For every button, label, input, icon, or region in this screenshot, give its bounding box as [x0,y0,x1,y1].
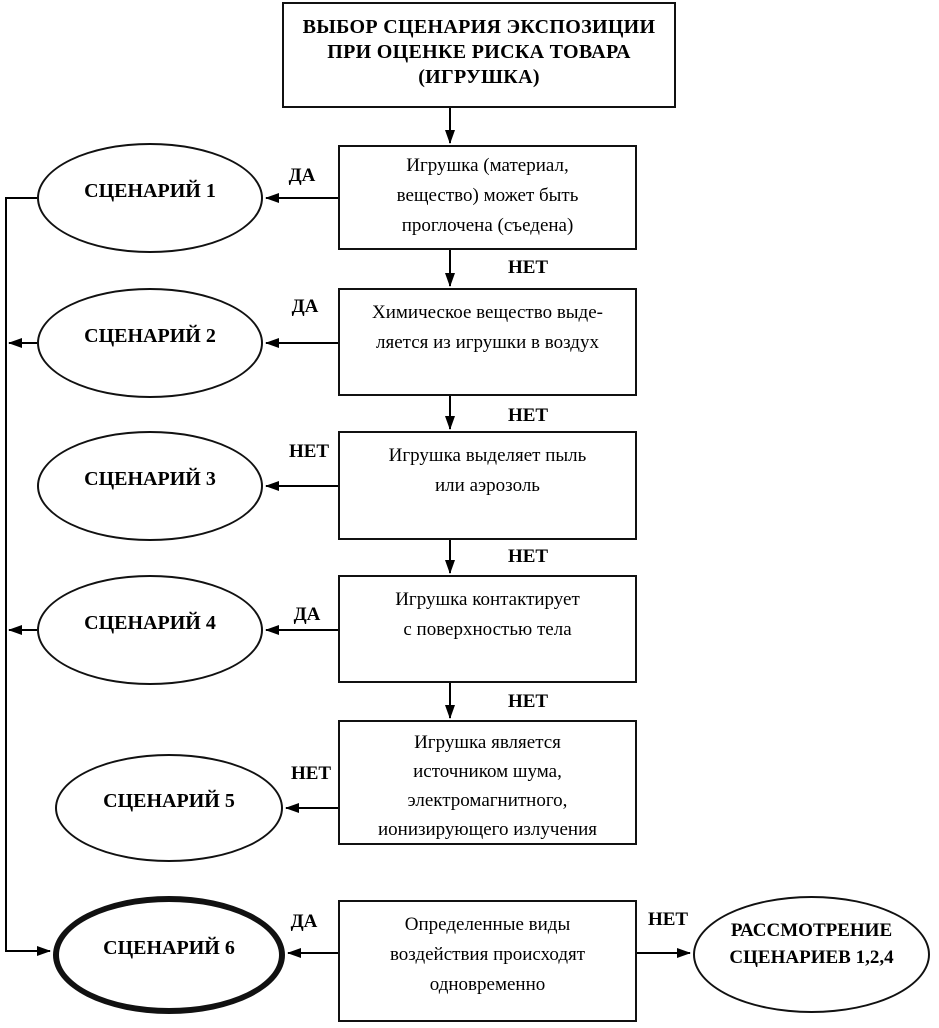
decision-box-4: Игрушка контактирует с поверхностью тела [338,575,637,683]
scenario-ellipse-6: СЦЕНАРИЙ 6 [53,896,285,1014]
scenario-ellipse-5: СЦЕНАРИЙ 5 [55,754,283,862]
title-box: ВЫБОР СЦЕНАРИЯ ЭКСПОЗИЦИИ ПРИ ОЦЕНКЕ РИС… [282,2,676,108]
decision-box-5: Игрушка является источником шума, электр… [338,720,637,845]
label-d6-yes: ДА [290,911,318,932]
label-d2-no: НЕТ [507,405,549,426]
decision-box-3: Игрушка выделяет пыль или аэрозоль [338,431,637,540]
label-d3-no-down: НЕТ [507,546,549,567]
label-d3-no-left: НЕТ [288,441,330,462]
decision-box-1: Игрушка (материал, вещество) может быть … [338,145,637,250]
scenario-ellipse-1: СЦЕНАРИЙ 1 [37,143,263,253]
label-d5-no: НЕТ [290,763,332,784]
label-d1-yes: ДА [288,165,316,186]
label-d4-yes: ДА [293,604,321,625]
label-d6-no: НЕТ [647,909,689,930]
rail-to-s6 [5,197,51,956]
label-d4-no: НЕТ [507,691,549,712]
scenario-ellipse-4: СЦЕНАРИЙ 4 [37,575,263,685]
scenario-ellipse-2: СЦЕНАРИЙ 2 [37,288,263,398]
label-d1-no: НЕТ [507,257,549,278]
decision-box-6: Определенные виды воздействия происходят… [338,900,637,1022]
result-ellipse: РАССМОТРЕНИЕ СЦЕНАРИЕВ 1,2,4 [693,896,930,1013]
label-d2-yes: ДА [291,296,319,317]
scenario-ellipse-3: СЦЕНАРИЙ 3 [37,431,263,541]
decision-box-2: Химическое вещество выде- ляется из игру… [338,288,637,396]
